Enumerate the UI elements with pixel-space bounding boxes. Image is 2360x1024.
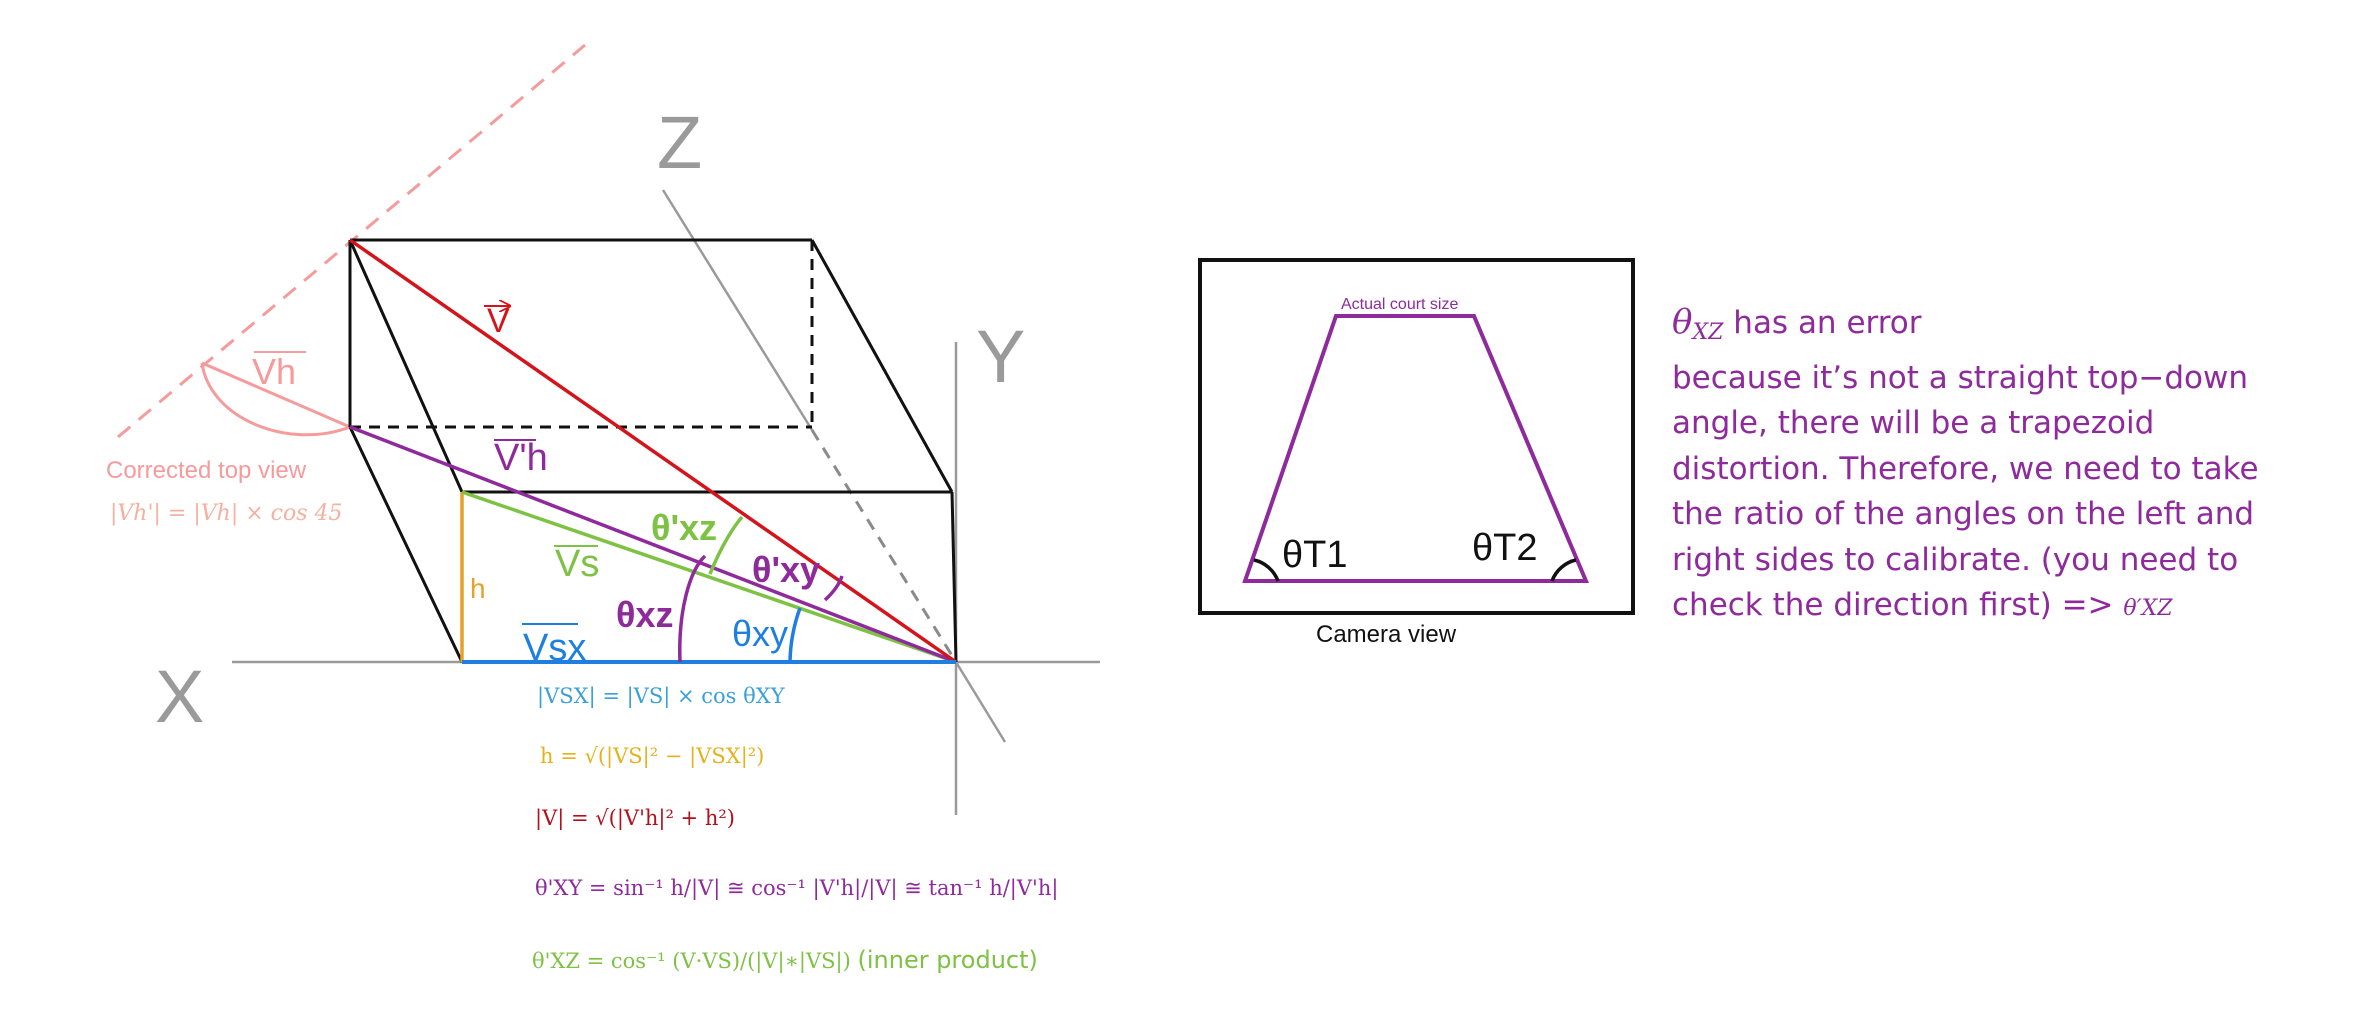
theta-t2-label: θT2 bbox=[1472, 527, 1537, 569]
camera-view-frame bbox=[1198, 258, 1635, 615]
formula-theta-xz: θ'XZ = cos⁻¹ (V·VS)/(|V|∗|VS|) (inner pr… bbox=[532, 946, 1038, 974]
vs-label: Vs bbox=[555, 543, 599, 585]
h-label: h bbox=[470, 573, 486, 604]
z-axis-line-lower bbox=[954, 661, 1007, 743]
corrected-view-formula: |Vh'| = |Vh| × cos 45 bbox=[110, 501, 343, 526]
court-trapezoid bbox=[1242, 314, 1590, 583]
theta-xy-label: θxy bbox=[732, 613, 788, 654]
y-axis-label: Y bbox=[976, 315, 1025, 398]
court-size-label: Actual court size bbox=[1341, 296, 1458, 313]
calibration-note: θXZ has an error because it’s not a stra… bbox=[1672, 300, 2312, 632]
theta-prime-xz-label: θ'xz bbox=[651, 507, 717, 548]
formula-theta-xy: θ'XY = sin⁻¹ h/|V| ≅ cos⁻¹ |V'h|/|V| ≅ t… bbox=[535, 876, 1059, 900]
z-axis-line-solid bbox=[661, 189, 814, 431]
theta-prime-xz-arc bbox=[708, 515, 744, 575]
z-axis-label: Z bbox=[657, 101, 702, 184]
theta-xz-label: θxz bbox=[616, 594, 673, 635]
theta-xy-arc bbox=[788, 607, 802, 663]
note-body: because it’s not a straight top−down ang… bbox=[1672, 359, 2259, 624]
theta-prime-xy-arc bbox=[823, 575, 844, 602]
prism-box bbox=[348, 238, 958, 663]
camera-view-caption: Camera view bbox=[1316, 621, 1457, 648]
formula-theta-xz-expr: θ'XZ = cos⁻¹ (V·VS)/(|V|∗|VS|) bbox=[532, 949, 851, 973]
theta-t1-arc bbox=[1253, 558, 1280, 582]
theta-t2-arc bbox=[1550, 558, 1577, 582]
vh-label: Vh bbox=[252, 351, 296, 392]
formula-theta-xz-note: (inner product) bbox=[857, 946, 1038, 974]
x-axis-label: X bbox=[155, 655, 204, 738]
note-theta: θ bbox=[1672, 302, 1693, 342]
note-theta-sub: XZ bbox=[1692, 320, 1724, 345]
v-label: V bbox=[487, 302, 510, 340]
note-body-wrap: because it’s not a straight top−down ang… bbox=[1672, 356, 2312, 632]
theta-prime-xy-label: θ'xy bbox=[752, 549, 820, 590]
vs-vector bbox=[461, 490, 957, 664]
v-prime-h-label: V'h bbox=[494, 437, 548, 479]
v-prime-h-vector bbox=[349, 425, 957, 664]
vh-arc bbox=[200, 362, 351, 437]
corrected-view-title: Corrected top view bbox=[106, 457, 307, 484]
theta-xz-arc bbox=[678, 554, 707, 663]
note-heading: θXZ has an error bbox=[1672, 300, 2312, 356]
vsx-label: Vsx bbox=[523, 627, 586, 669]
note-tail-symbol: θ′XZ bbox=[2123, 596, 2173, 621]
note-heading-rest: has an error bbox=[1723, 305, 1922, 341]
formula-vsx: |VSX| = |VS| × cos θXY bbox=[537, 684, 785, 708]
v-vector bbox=[348, 238, 958, 664]
theta-t1-label: θT1 bbox=[1282, 534, 1347, 576]
formula-h: h = √(|VS|² − |VSX|²) bbox=[540, 744, 765, 768]
formula-v: |V| = √(|V'h|² + h²) bbox=[535, 806, 735, 830]
vh-vector-line bbox=[201, 361, 351, 429]
z-axis-line-dashed bbox=[810, 429, 958, 663]
